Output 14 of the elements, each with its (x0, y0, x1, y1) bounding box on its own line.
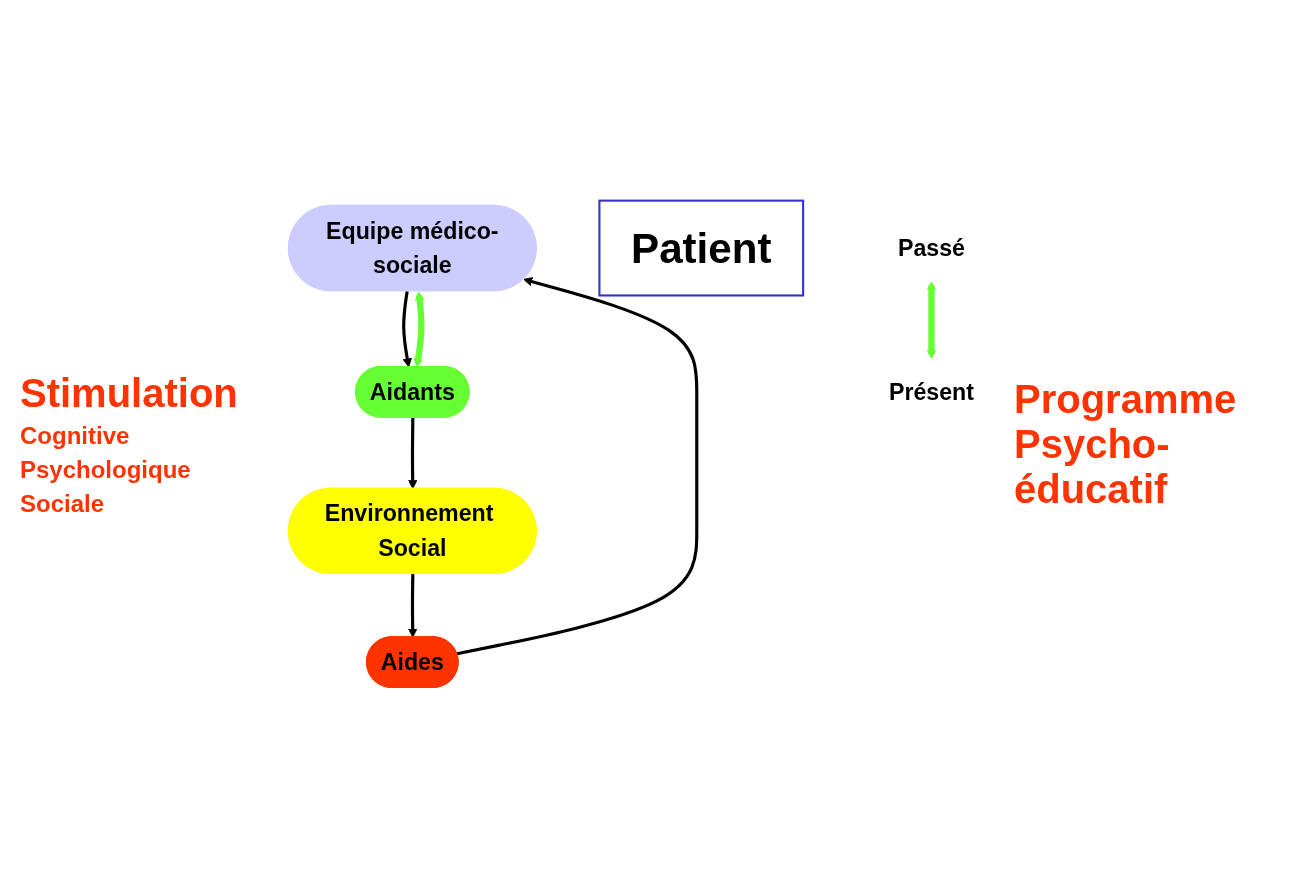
side-label: Psychologique (20, 455, 192, 484)
arrow (413, 291, 425, 368)
side-label: Programme Psycho-éducatif (1014, 376, 1238, 512)
arrow (456, 277, 699, 656)
side-label: Stimulation (20, 370, 239, 416)
arrow (926, 281, 937, 360)
arrow (402, 291, 412, 368)
node-box: Patient (598, 199, 805, 297)
side-label: Sociale (20, 489, 106, 518)
arrow (408, 417, 418, 490)
node-text: Passé (897, 234, 965, 262)
node-text: Présent (888, 378, 974, 406)
arrow (408, 574, 418, 638)
side-label: Cognitive (20, 421, 131, 450)
